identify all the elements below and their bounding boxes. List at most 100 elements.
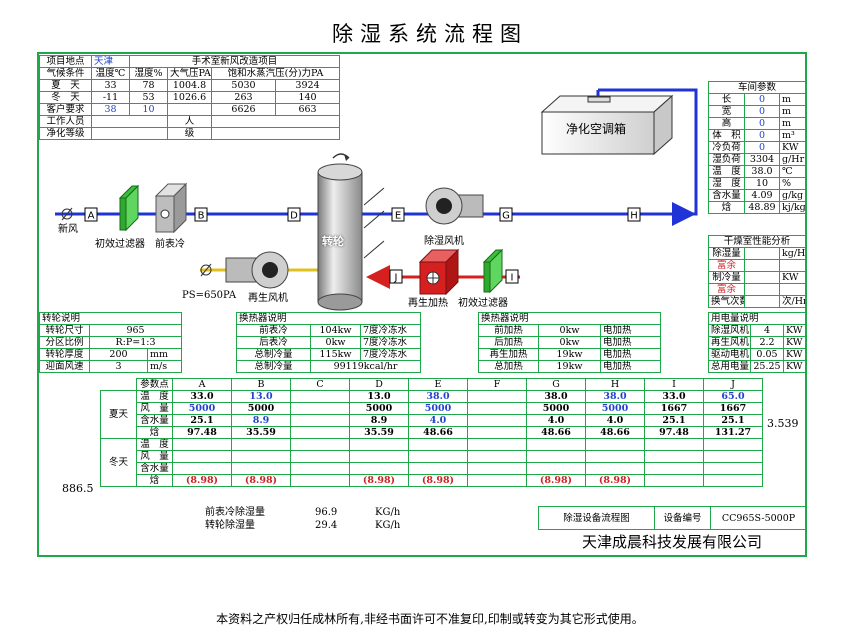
table-cell xyxy=(210,127,341,140)
params-header-cell: H xyxy=(585,378,645,391)
param-value xyxy=(644,462,704,475)
param-value xyxy=(290,438,350,451)
regen-fan-label: 再生风机 xyxy=(248,293,288,304)
table-cell: 总加热 xyxy=(478,360,539,373)
page-title: 除湿系统流程图 xyxy=(332,22,528,46)
param-value: 25.1 xyxy=(172,414,232,427)
table-cell: 200 xyxy=(89,348,148,361)
table-cell: 0kw xyxy=(310,336,361,349)
pre-filter-icon xyxy=(118,184,140,232)
param-value: 48.66 xyxy=(408,426,468,439)
param-value xyxy=(703,474,763,487)
drawing-frame xyxy=(37,52,807,557)
table-cell: 0kw xyxy=(538,336,601,349)
point-h-label: H xyxy=(630,211,638,222)
param-value xyxy=(585,438,645,451)
table-row: 含水量 xyxy=(101,462,763,475)
param-value xyxy=(467,402,527,415)
point-g-label: G xyxy=(502,211,510,222)
param-label: 温 度 xyxy=(136,390,173,403)
param-value xyxy=(349,462,409,475)
pre-cooler-icon xyxy=(154,182,188,234)
title-block-drawing-label: 除湿设备流程图 xyxy=(538,506,655,530)
regen-heater-label: 再生加热 xyxy=(408,298,448,309)
param-value xyxy=(408,462,468,475)
param-value xyxy=(703,462,763,475)
pre-cooler-label: 前表冷 xyxy=(155,239,185,250)
table-row: 富余 xyxy=(708,259,807,272)
param-value: 35.59 xyxy=(349,426,409,439)
table-cell: 电加热 xyxy=(599,324,662,337)
param-value xyxy=(231,438,291,451)
point-b-label: B xyxy=(198,211,205,222)
param-value xyxy=(585,462,645,475)
param-value xyxy=(290,426,350,439)
params-header-cell: B xyxy=(231,378,291,391)
point-markers xyxy=(84,207,641,284)
params-header-cell: A xyxy=(172,378,232,391)
table-cell: mm xyxy=(146,348,183,361)
param-value: 5000 xyxy=(231,402,291,415)
removal-value: 29.4 xyxy=(315,520,338,531)
table-row: 风 量 xyxy=(101,450,763,463)
point-d-label: D xyxy=(290,211,298,222)
param-value xyxy=(467,426,527,439)
param-value: 38.0 xyxy=(526,390,586,403)
title-block-code: CC965S-5000P xyxy=(710,506,807,530)
table-cell: 次/Hr xyxy=(778,295,807,308)
table-cell: m/s xyxy=(146,360,183,373)
point-i-label: I xyxy=(511,273,514,284)
hx1-title: 换热器说明 xyxy=(235,312,422,325)
table-cell: 转轮尺寸 xyxy=(39,324,90,337)
params-header-cell: D xyxy=(349,378,409,391)
param-value xyxy=(467,462,527,475)
param-value: (8.98) xyxy=(526,474,586,487)
table-cell: 电加热 xyxy=(599,348,662,361)
param-value: 33.0 xyxy=(172,390,232,403)
param-value: 8.9 xyxy=(231,414,291,427)
table-cell: 7度冷冻水 xyxy=(359,336,422,349)
param-value xyxy=(349,438,409,451)
param-value: 5000 xyxy=(585,402,645,415)
table-cell: 115kw xyxy=(310,348,361,361)
param-value xyxy=(290,390,350,403)
ps-label: PS=650PA xyxy=(182,290,237,301)
param-value xyxy=(644,450,704,463)
param-value: 131.27 xyxy=(703,426,763,439)
param-value xyxy=(172,438,232,451)
param-value xyxy=(526,462,586,475)
param-value xyxy=(290,474,350,487)
removal-unit: KG/h xyxy=(375,507,401,518)
param-value: 5000 xyxy=(408,402,468,415)
table-row: 净化等级级 xyxy=(39,127,341,140)
param-value xyxy=(408,438,468,451)
param-label: 焓 xyxy=(136,426,173,439)
param-value xyxy=(231,450,291,463)
param-label: 温 度 xyxy=(136,438,173,451)
ahu-box xyxy=(540,94,674,156)
table-cell: 0kw xyxy=(538,324,601,337)
table-cell: 总用电量 xyxy=(708,360,751,373)
table-cell: 再生风机 xyxy=(708,336,751,349)
param-label: 风 量 xyxy=(136,450,173,463)
param-value: 97.48 xyxy=(644,426,704,439)
table-cell: 99119kcal/hr xyxy=(309,360,422,373)
